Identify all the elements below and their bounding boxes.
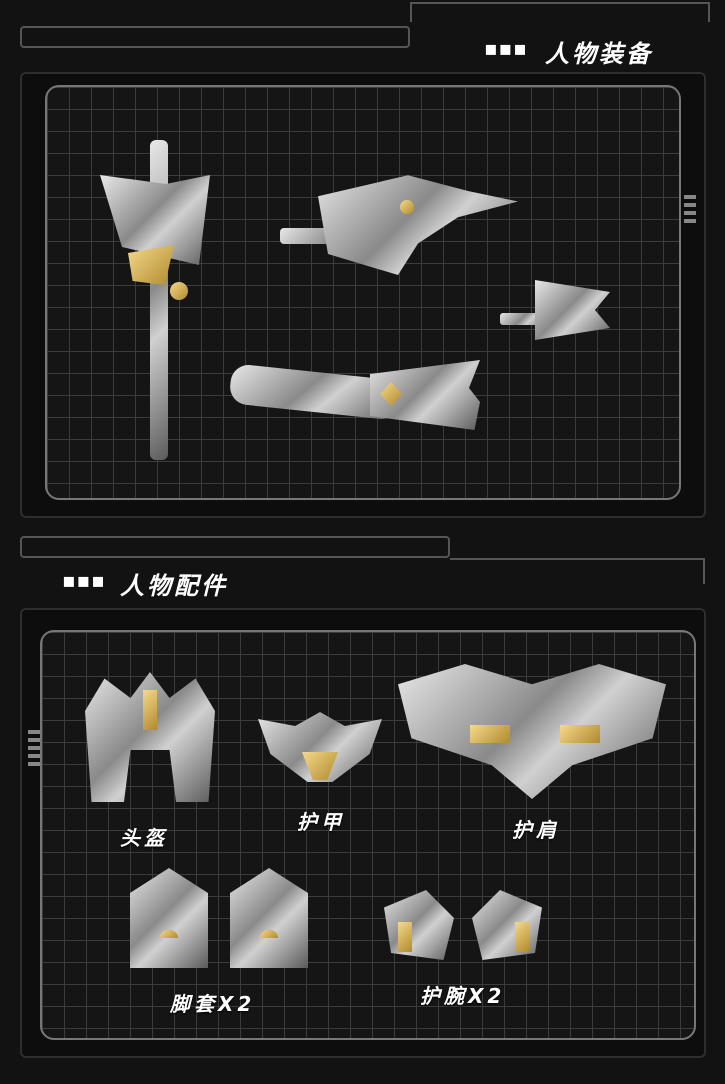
helmet-label: 头盔 <box>120 826 168 850</box>
side-ticks <box>28 730 40 770</box>
armor-label: 护甲 <box>297 810 345 834</box>
section2-title: 人物配件 <box>120 572 228 600</box>
section2-dots: ▪▪▪ <box>62 568 106 592</box>
feet-label: 脚套X2 <box>170 992 256 1016</box>
side-ticks <box>684 195 696 227</box>
shoulder-label: 护肩 <box>512 818 560 842</box>
wrist-label: 护腕X2 <box>420 984 506 1008</box>
section1-dots: ▪▪▪ <box>484 36 528 60</box>
section1-title: 人物装备 <box>545 40 653 68</box>
header-line <box>410 2 710 22</box>
header-line <box>450 558 705 584</box>
header-line <box>20 26 410 48</box>
header-line <box>20 536 450 558</box>
